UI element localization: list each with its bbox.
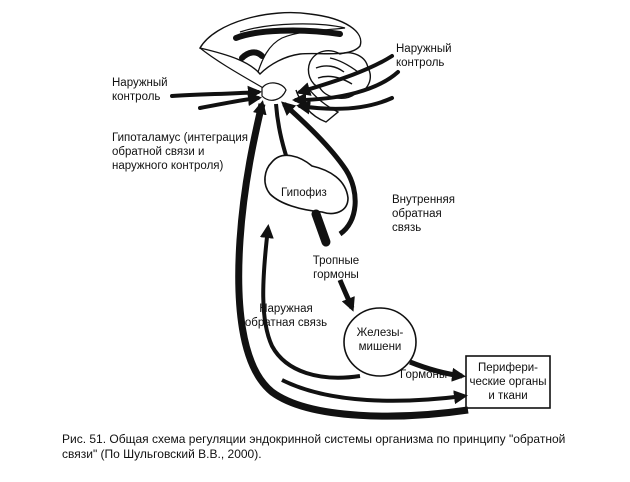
external-control-arrows-left bbox=[170, 85, 262, 110]
internal-feedback-arrow bbox=[281, 101, 358, 237]
label-tropic-hormones: Тропные гормоны bbox=[312, 255, 360, 281]
external-feedback-arrow-outer bbox=[235, 100, 469, 420]
label-hypothalamus: Гипоталамус (интеграция обратной связи и… bbox=[112, 132, 248, 172]
label-pituitary: Гипофиз bbox=[281, 187, 327, 199]
label-external-control-right: Наружный контроль bbox=[396, 43, 452, 69]
external-feedback-arrow-inner bbox=[259, 224, 361, 380]
label-internal-feedback: Внутренняя обратная связь bbox=[392, 194, 455, 234]
label-hormones: Гормоны bbox=[400, 369, 448, 381]
peripheral-organs-box bbox=[465, 355, 551, 409]
external-control-arrows-right bbox=[292, 54, 400, 115]
label-peripheral-organs: Перифери- ческие органы и ткани bbox=[469, 362, 547, 402]
external-feedback-arrow-bottom bbox=[281, 378, 468, 405]
tropic-hormones-stalk bbox=[311, 209, 331, 247]
target-glands bbox=[343, 307, 417, 377]
label-target-glands: Железы- мишени bbox=[356, 327, 404, 353]
tropic-hormones-arrow bbox=[337, 279, 355, 312]
hormones-arrow bbox=[409, 359, 466, 382]
figure-caption: Рис. 51. Общая схема регуляции эндокринн… bbox=[62, 432, 566, 461]
hypothalamus-region bbox=[261, 82, 287, 101]
label-external-control-left: Наружный контроль bbox=[112, 77, 168, 103]
brain-icon bbox=[198, 11, 372, 123]
pituitary-gland bbox=[264, 154, 349, 215]
label-external-feedback: Наружная обратная связь bbox=[244, 303, 328, 329]
